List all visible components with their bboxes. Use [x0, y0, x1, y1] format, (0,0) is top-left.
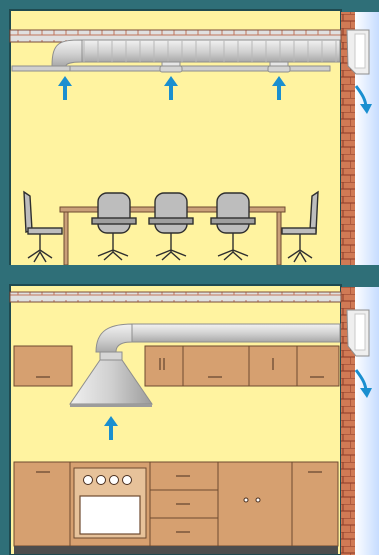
ceiling-beam: [9, 291, 342, 303]
upper-cabinets: [13, 345, 340, 387]
side-chair: [23, 190, 63, 263]
air-flow-arrow: [164, 76, 178, 100]
conference-room-panel: [0, 0, 379, 275]
kitchen-panel: [9, 284, 379, 555]
exhaust-arrow: [354, 85, 372, 114]
exhaust-arrow: [354, 369, 372, 398]
exhaust-fan-unit: [346, 309, 370, 357]
brick-wall: [341, 12, 355, 267]
exhaust-fan-unit: [346, 29, 370, 75]
chair: [91, 192, 137, 261]
panel-divider: [0, 265, 379, 275]
ceiling-vent: [159, 61, 183, 73]
chair: [148, 192, 194, 261]
range-hood: [69, 351, 153, 407]
air-flow-arrow: [272, 76, 286, 100]
ceiling-vent: [267, 61, 291, 73]
toe-kick: [14, 546, 338, 554]
ventilation-duct: [95, 323, 341, 353]
air-flow-arrow: [104, 416, 118, 440]
chair: [210, 192, 256, 261]
stove: [73, 467, 147, 539]
air-flow-arrow: [58, 76, 72, 100]
base-cabinets: [13, 461, 339, 547]
ventilation-duct: [11, 39, 341, 72]
side-chair: [281, 190, 319, 263]
brick-wall: [341, 287, 355, 555]
